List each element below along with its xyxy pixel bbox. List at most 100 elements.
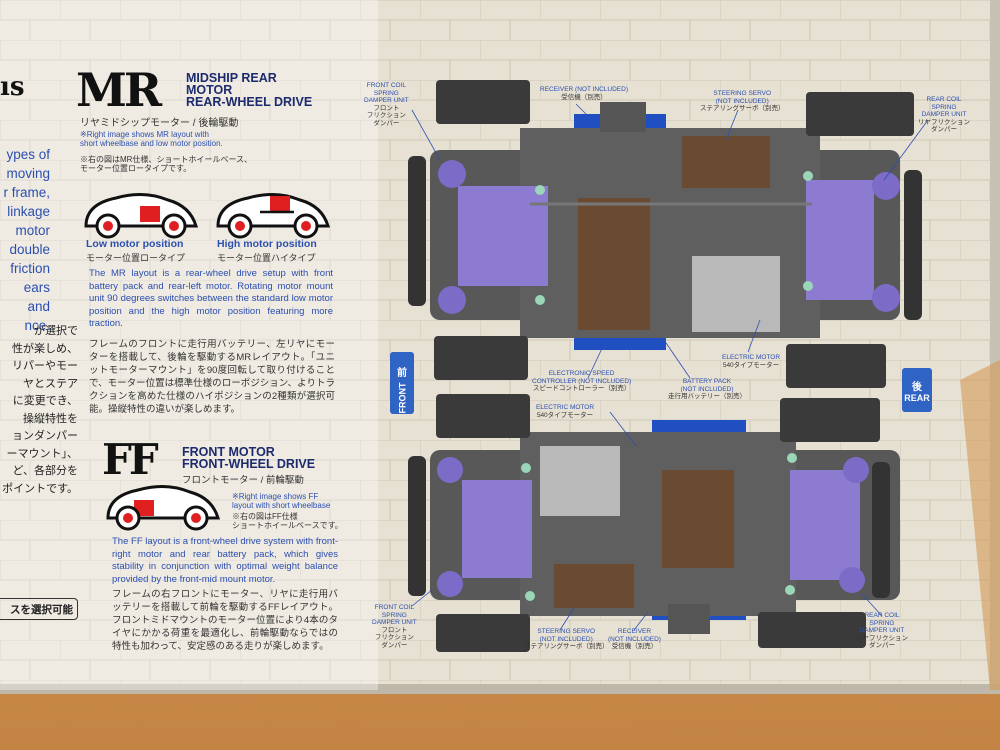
mr-note-en: ※Right image shows MR layout with short … xyxy=(80,130,223,148)
label-text: BATTERY PACK xyxy=(682,378,732,385)
label-steering-bottom: STEERING SERVO (NOT INCLUDED) ステアリングサーボ（… xyxy=(524,628,609,651)
label-text: STEERING SERVO xyxy=(713,90,772,97)
label-front-coil-bottom: FRONT COIL SPRING DAMPER UNIT フロント フリクショ… xyxy=(372,604,417,649)
label-text: RECEIVER (NOT INCLUDED) xyxy=(540,86,629,93)
label-text: DAMPER UNIT xyxy=(921,111,967,118)
ff-description-jp: フレームの右フロントにモーター、リヤに走行用バッテリーを搭載して前輪を駆動するF… xyxy=(112,589,338,652)
mr-code: MR xyxy=(76,63,162,117)
mr-note-en-line: ※Right image shows MR layout with xyxy=(80,130,209,139)
label-rear-coil-bottom: REAR COIL SPRING DAMPER UNIT リヤフリクション ダン… xyxy=(856,612,908,650)
label-text: REAR COIL xyxy=(864,612,900,619)
label-text-jp: リヤフリクション xyxy=(856,634,908,642)
ff-title: FRONT MOTOR FRONT-WHEEL DRIVE xyxy=(182,445,316,471)
label-text-jp: 540タイプモーター xyxy=(722,361,780,369)
left-fragment-jp-line: が選択で xyxy=(34,325,78,337)
mr-note-en-line: short wheelbase and low motor position. xyxy=(80,139,223,148)
label-text-jp: フリクション xyxy=(374,634,414,641)
left-fragment-jp-line: ヤとステア xyxy=(23,377,78,390)
left-fragment-line: motor xyxy=(15,223,50,238)
mr-description: The MR layout is a rear-wheel drive setu… xyxy=(89,268,333,329)
label-motor-bottom: ELECTRIC MOTOR 540タイプモーター xyxy=(536,404,594,419)
label-text-jp: フロント xyxy=(381,626,408,634)
label-text-jp: ダンパー xyxy=(381,641,408,649)
label-text-jp: 540タイプモーター xyxy=(536,411,594,419)
left-fragment-jp-line: リパーやモー xyxy=(12,360,78,372)
left-fragment-line: friction xyxy=(10,261,50,276)
label-text: (NOT INCLUDED) xyxy=(539,635,593,643)
ff-note-en: ※Right image shows FF layout with short … xyxy=(232,492,330,510)
ff-title-line: FRONT MOTOR xyxy=(182,445,275,459)
ff-description: The FF layout is a front-wheel drive sys… xyxy=(112,536,338,585)
ff-note-en-line: layout with short wheelbase xyxy=(232,501,331,510)
mr-title-line: MIDSHIP REAR xyxy=(186,71,277,85)
label-text: (NOT INCLUDED) xyxy=(715,97,769,105)
mr-note-jp: ※右の図はMR仕様、ショートホイールベース、 モーター位置ロータイプです。 xyxy=(80,155,252,173)
label-text: ELECTRIC MOTOR xyxy=(536,404,595,411)
label-text: FRONT COIL xyxy=(374,604,415,611)
left-fragment-line: double xyxy=(9,242,50,257)
left-fragment-line: linkage xyxy=(7,204,50,219)
label-text-jp: ステアリングサーボ（別売） xyxy=(700,105,785,112)
ff-code: FF xyxy=(102,435,159,484)
ff-note-jp: ※右の図はFF仕様 ショートホイールベースです。 xyxy=(232,512,343,530)
label-text: (NOT INCLUDED) xyxy=(608,635,661,643)
left-fragment-line: nce. xyxy=(24,318,50,333)
mr-title: MIDSHIP REAR MOTOR REAR-WHEEL DRIVE xyxy=(186,71,312,109)
label-text-jp: スピードコントローラー（別売） xyxy=(532,385,631,392)
high-motor-icon xyxy=(216,193,331,239)
label-text: REAR COIL xyxy=(926,96,962,103)
left-fragment-jp: が選択で 性が楽しめ、 リパーやモー ヤとステア に変更でき、 操縦特性を ョン… xyxy=(0,323,78,498)
label-motor-top: ELECTRIC MOTOR 540タイプモーター xyxy=(722,354,780,369)
ff-title-jp: フロントモーター / 前輪駆動 xyxy=(182,475,304,486)
label-text: DAMPER UNIT xyxy=(859,627,905,634)
left-fragment-en: ypes of moving r frame, linkage motor do… xyxy=(0,145,50,335)
label-receiver-bottom: RECEIVER (NOT INCLUDED) 受信機（別売） xyxy=(608,628,661,651)
label-text-jp: フリクション xyxy=(366,112,406,119)
label-text: ELECTRONIC SPEED xyxy=(548,370,615,377)
label-receiver-top: RECEIVER (NOT INCLUDED) 受信機（別売） xyxy=(540,86,628,101)
high-motor-label-jp: モーター位置ハイタイプ xyxy=(217,253,316,263)
ff-layout-icon xyxy=(106,485,221,531)
label-text-jp: ダンパー xyxy=(373,119,400,127)
left-fragment-line: moving xyxy=(6,166,50,181)
label-text: DAMPER UNIT xyxy=(372,619,417,626)
rear-tag-en: REAR xyxy=(904,392,930,403)
front-tag: 前 FRONT xyxy=(390,352,414,414)
left-fragment-jp-line: に変更でき、 xyxy=(12,395,78,407)
label-text: DAMPER UNIT xyxy=(364,97,409,104)
rear-tag-jp: 後 xyxy=(912,381,922,393)
label-esc: ELECTRONIC SPEED CONTROLLER (NOT INCLUDE… xyxy=(532,370,631,393)
front-tag-en: FRONT xyxy=(397,382,407,413)
label-text-jp: ダンパー xyxy=(931,126,957,133)
left-fragment-jp-line: ど、各部分を xyxy=(12,465,78,477)
left-fragment-line: ypes of xyxy=(6,147,50,162)
label-text: (NOT INCLUDED) xyxy=(680,385,734,393)
mr-description-jp: フレームのフロントに走行用バッテリー、左リヤにモーターを搭載して、後輪を駆動する… xyxy=(89,339,335,415)
ff-title-line: FRONT-WHEEL DRIVE xyxy=(182,457,316,471)
mr-note-jp-line: ※右の図はMR仕様、ショートホイールベース、 xyxy=(80,155,253,164)
low-motor-label-jp: モーター位置ロータイプ xyxy=(86,253,186,263)
ff-note-jp-line: ※右の図はFF仕様 xyxy=(232,512,298,521)
mr-note-jp-line: モーター位置ロータイプです。 xyxy=(80,164,192,173)
ff-note-jp-line: ショートホイールベースです。 xyxy=(232,521,343,530)
left-fragment-jp-line: ーマウント」、 xyxy=(6,447,79,460)
label-text-jp: 受信機（別売） xyxy=(561,93,607,101)
cut-heading: ıs xyxy=(0,72,25,102)
ff-chassis xyxy=(408,394,900,652)
label-text: SPRING xyxy=(869,619,895,627)
label-text-jp: ステアリングサーボ（別売） xyxy=(524,643,609,650)
left-fragment-jp-line: ポイントです。 xyxy=(2,482,78,495)
label-text-jp: 走行用バッテリー（別売） xyxy=(668,393,746,400)
front-tag-jp: 前 xyxy=(397,367,407,379)
left-fragment-jp-line: 操縦特性を xyxy=(23,412,78,425)
label-front-coil-top: FRONT COIL SPRING DAMPER UNIT フロント フリクショ… xyxy=(364,82,409,127)
label-text: STEERING SERVO xyxy=(537,628,596,635)
label-text: SPRING xyxy=(381,611,407,619)
label-text: SPRING xyxy=(931,103,957,111)
label-text: ELECTRIC MOTOR xyxy=(722,354,781,361)
ff-note-en-line: ※Right image shows FF xyxy=(232,492,319,501)
label-text: SPRING xyxy=(373,89,399,97)
left-fragment-jp-line: 性が楽しめ、 xyxy=(12,342,78,355)
